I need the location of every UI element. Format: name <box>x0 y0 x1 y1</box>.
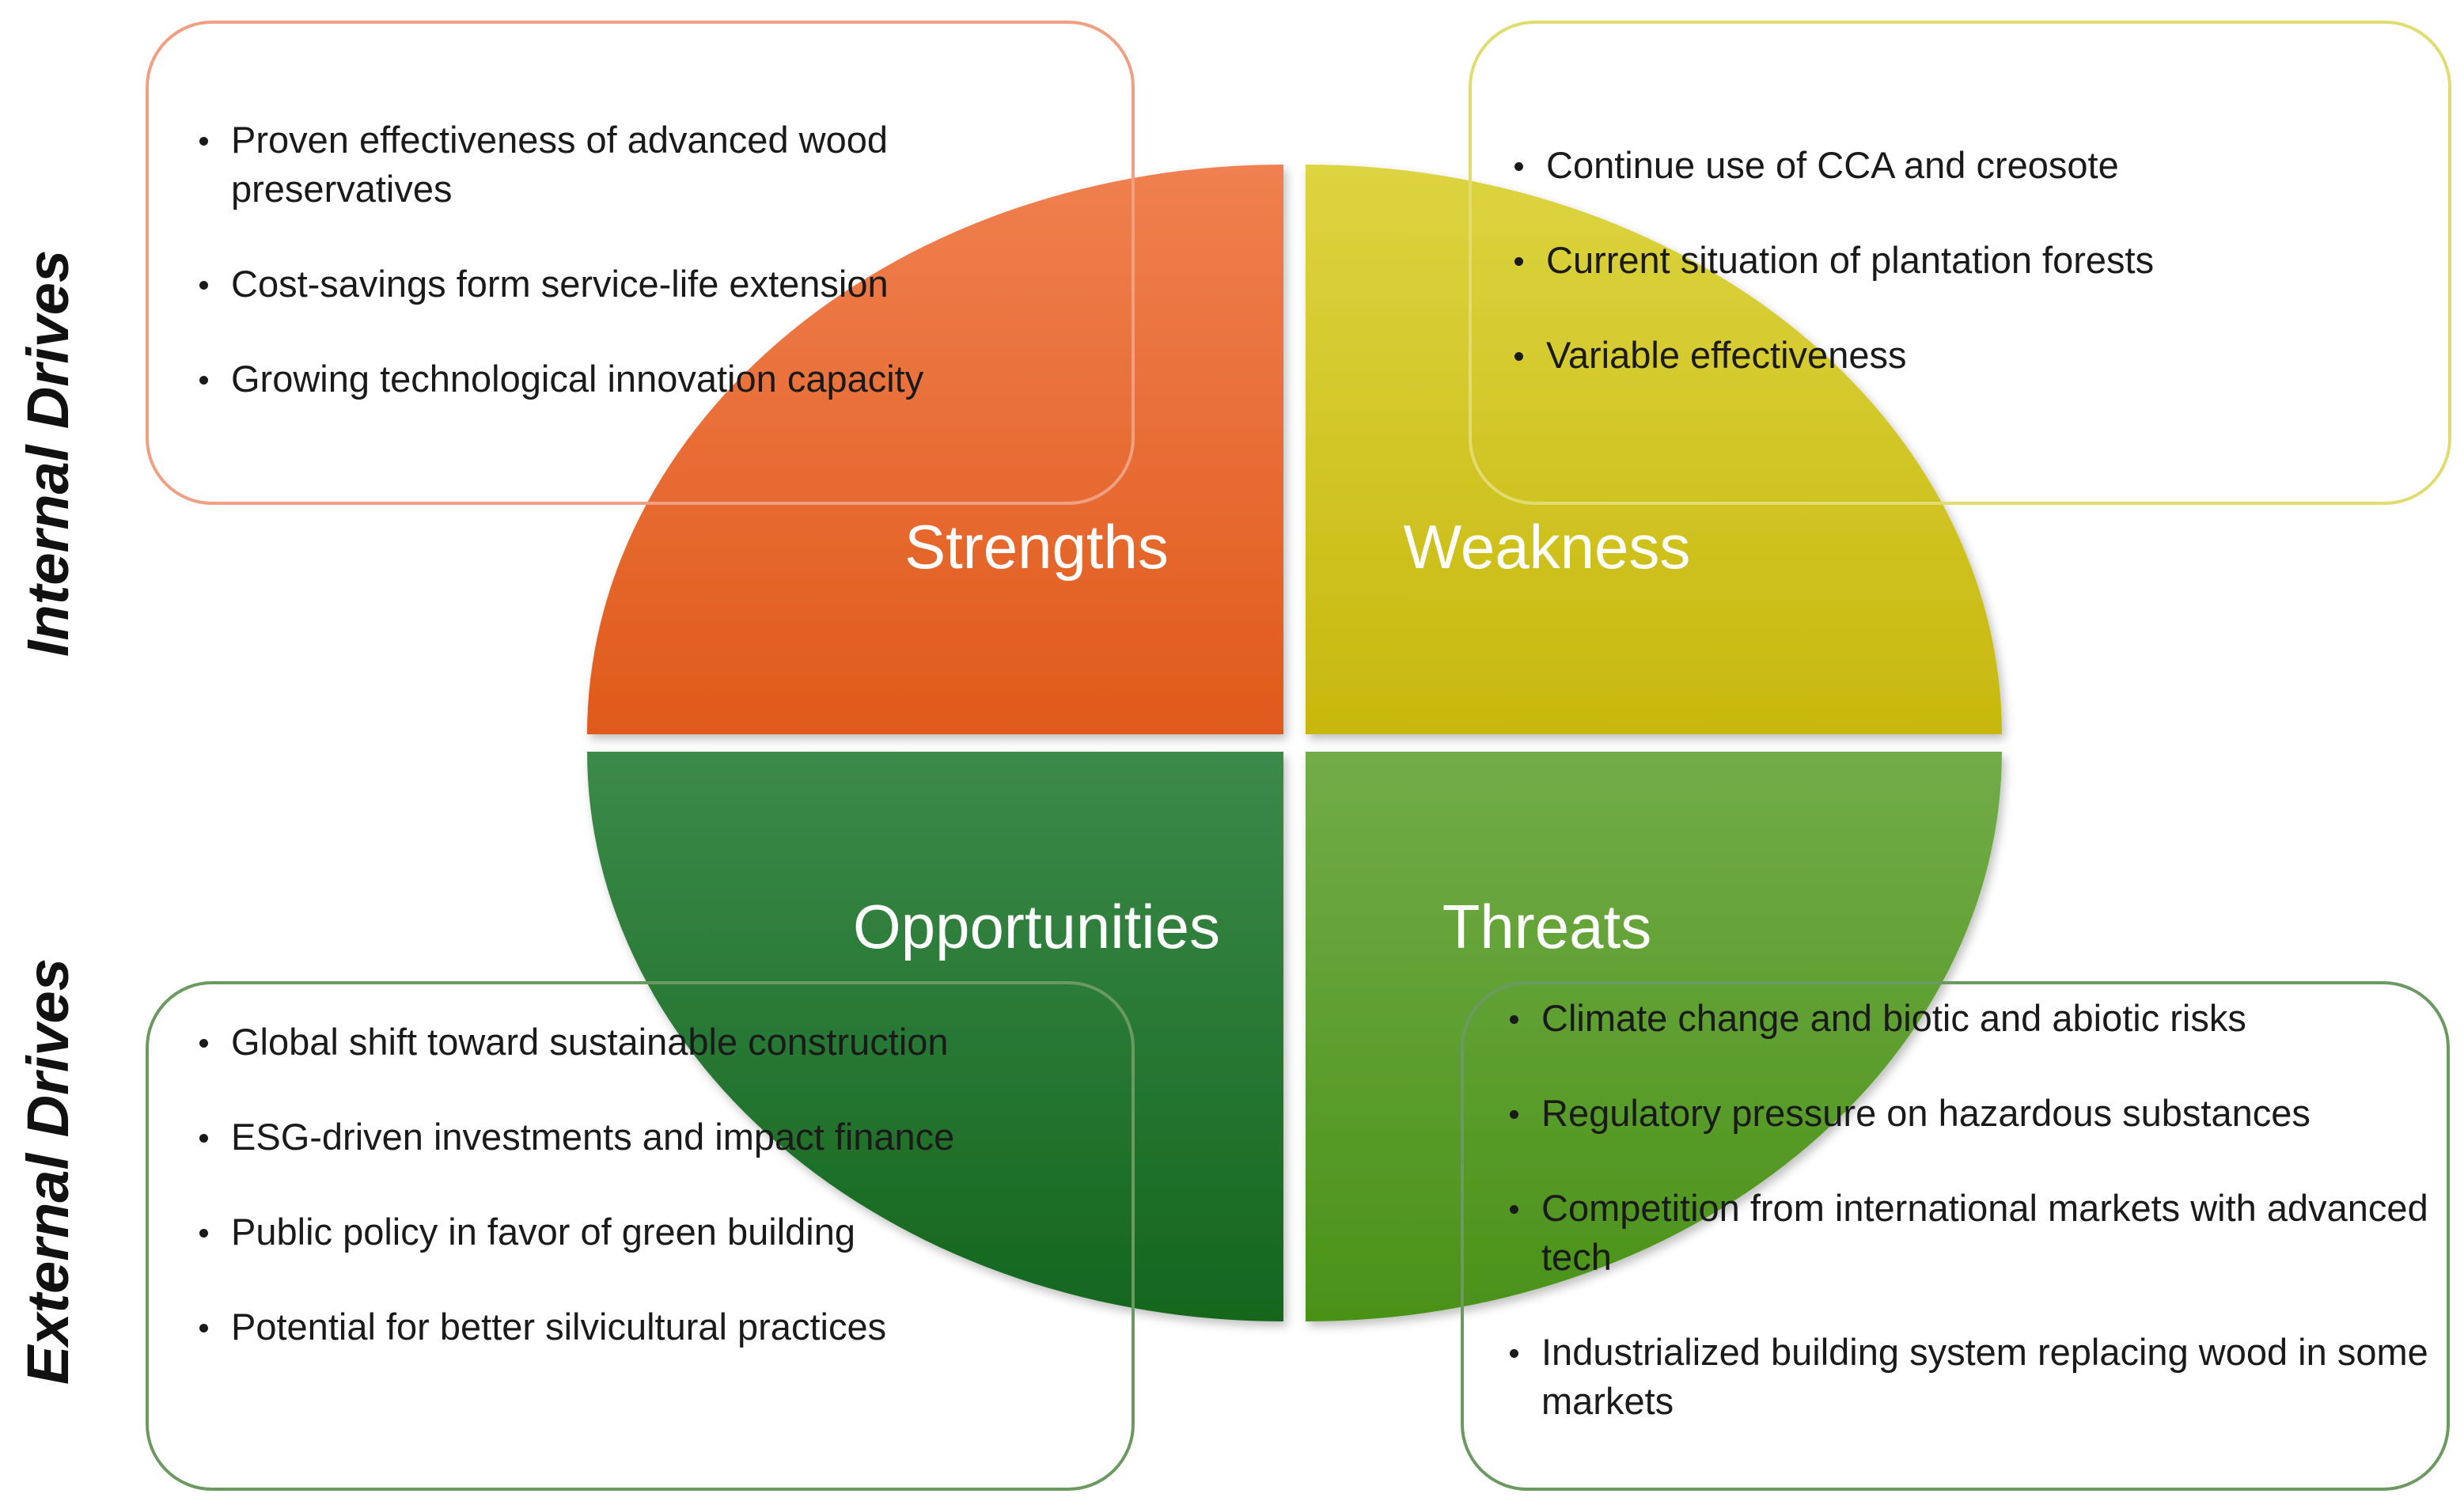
list-item: ESG-driven investments and impact financ… <box>199 1113 1086 1162</box>
list-item: Public policy in favor of green building <box>199 1207 1086 1257</box>
weakness-title: Weakness <box>1404 512 1691 582</box>
threats-list: Climate change and biotic and abiotic ri… <box>1510 994 2443 1472</box>
weakness-list: Continue use of CCA and creosote Current… <box>1514 141 2417 426</box>
threats-box <box>1461 981 2450 1491</box>
strengths-title: Strengths <box>904 512 1169 582</box>
list-item: Climate change and biotic and abiotic ri… <box>1510 994 2443 1043</box>
list-item: Potential for better silvicultural pract… <box>199 1302 1086 1351</box>
threats-quadrant <box>1306 752 2002 1321</box>
list-item: Variable effectiveness <box>1514 331 2417 380</box>
weakness-box <box>1469 21 2451 505</box>
list-item: Cost-savings form service-life extension <box>199 260 1086 309</box>
opportunities-title: Opportunities <box>853 892 1220 961</box>
list-item: Competition from international markets w… <box>1510 1184 2443 1282</box>
opportunities-list: Global shift toward sustainable construc… <box>199 1018 1086 1397</box>
list-item: Industrialized building system replacing… <box>1510 1328 2443 1426</box>
list-item: Continue use of CCA and creosote <box>1514 141 2417 190</box>
list-item: Growing technological innovation capacit… <box>199 354 1086 404</box>
strengths-quadrant <box>587 165 1283 734</box>
weakness-quadrant <box>1306 165 2002 734</box>
strengths-list: Proven effectiveness of advanced wood pr… <box>199 116 1086 449</box>
strengths-box <box>146 21 1135 505</box>
list-item: Proven effectiveness of advanced wood pr… <box>199 116 1086 214</box>
list-item: Regulatory pressure on hazardous substan… <box>1510 1089 2443 1138</box>
opportunities-quadrant <box>587 752 1283 1321</box>
opportunities-box <box>146 981 1135 1491</box>
threats-title: Threats <box>1442 892 1651 961</box>
list-item: Global shift toward sustainable construc… <box>199 1018 1086 1067</box>
list-item: Current situation of plantation forests <box>1514 236 2417 285</box>
